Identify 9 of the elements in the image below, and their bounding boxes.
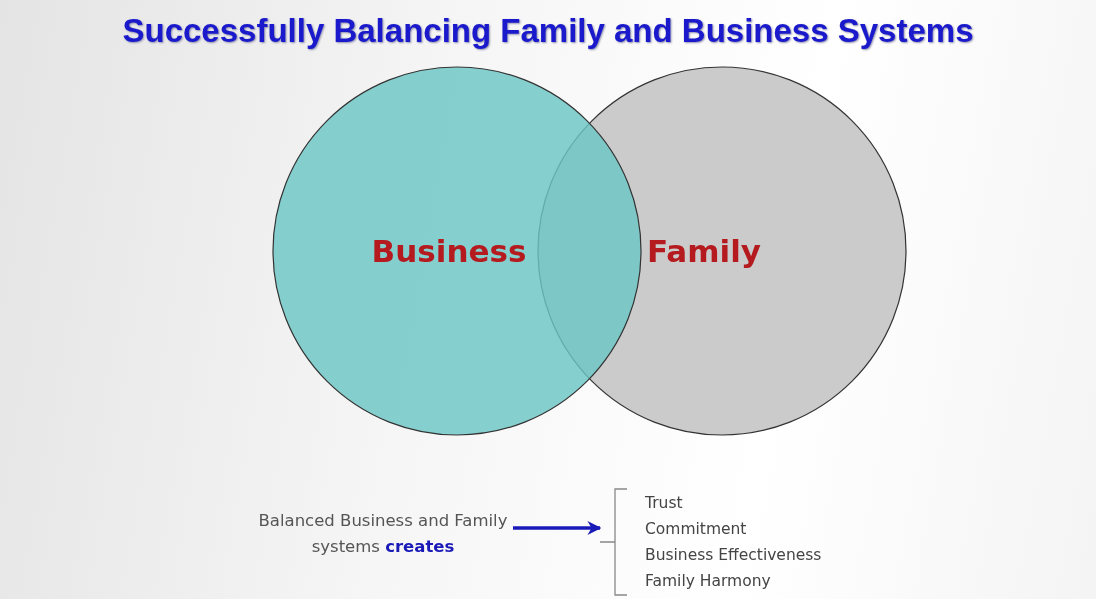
list-item: Commitment [645,519,748,540]
list-item: Trust [645,493,684,514]
list-item: Family Harmony [645,571,772,592]
circle-label: Family [646,233,761,269]
arrow [513,521,602,535]
diagram-title: Successfully Balancing Family and Business Systems [121,12,975,50]
circle-label: Business [371,233,527,269]
list-item: Business Effectiveness [645,545,822,566]
statement-text: Balanced Business and Family systems creates [258,510,508,559]
